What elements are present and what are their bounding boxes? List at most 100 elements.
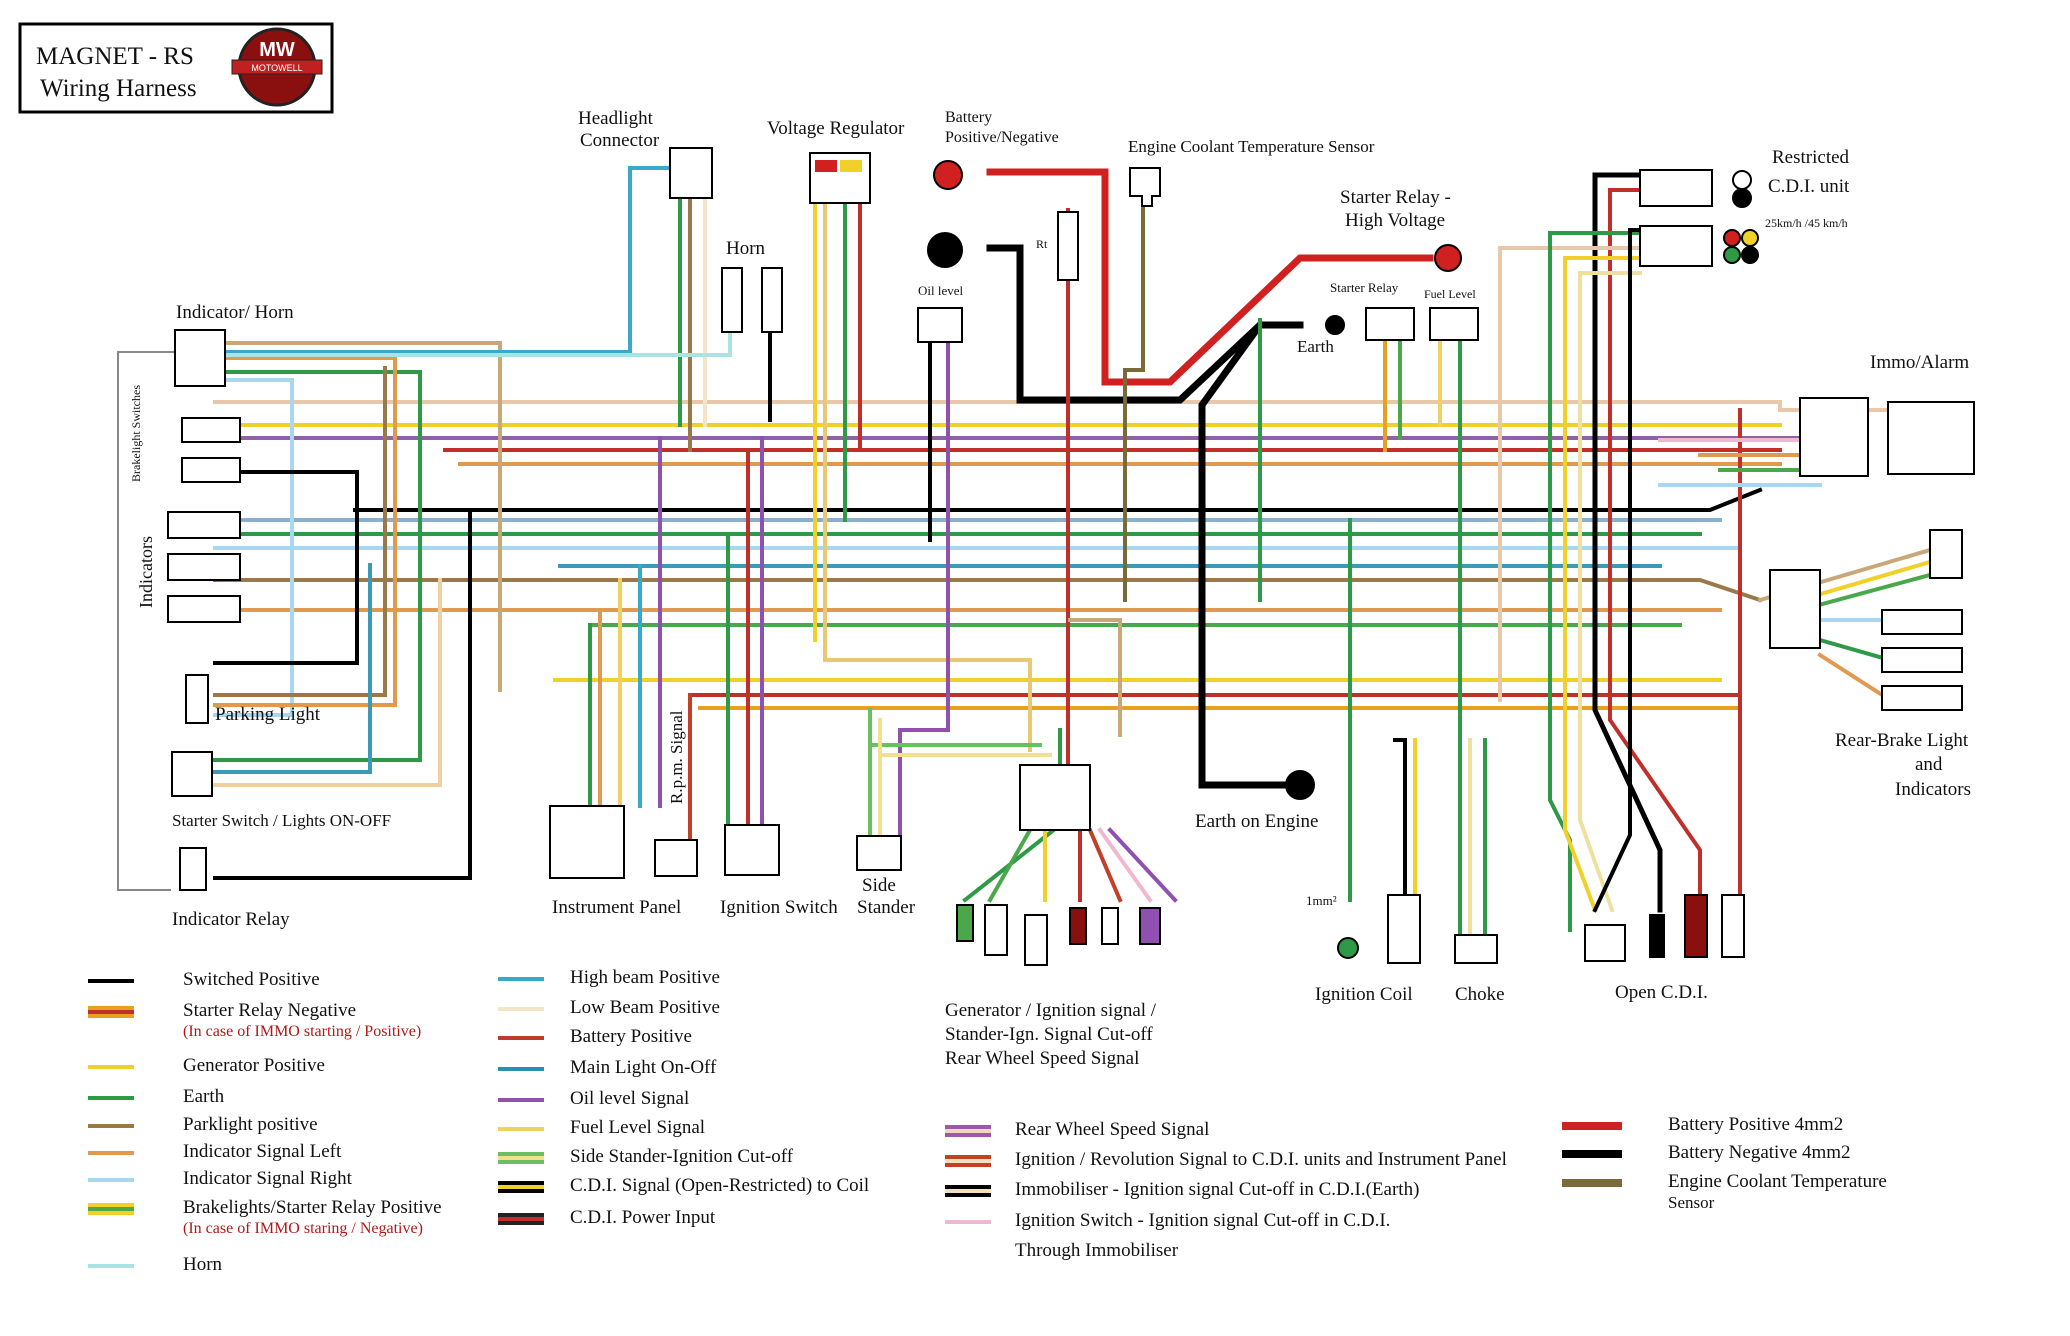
label-ignition-coil: Ignition Coil <box>1315 984 1413 1005</box>
legend-note: Through Immobiliser <box>1015 1240 1179 1261</box>
label-speed-limit: 25km/h /45 km/h <box>1765 216 1848 230</box>
legend-swatch <box>1562 1122 1622 1130</box>
legend-swatch <box>498 1127 544 1131</box>
generator-plugs <box>956 904 1161 966</box>
wire-cdi <box>1548 231 1652 932</box>
battery-negative-terminal <box>927 232 963 268</box>
headlight-connector <box>669 147 713 199</box>
rear-brake-unit <box>1769 569 1821 649</box>
brakelight-switch-2 <box>181 457 241 483</box>
wire-loop <box>213 470 359 665</box>
indicator-2 <box>167 553 241 581</box>
wire-horn <box>213 328 732 357</box>
legend-label: Battery Positive <box>570 1026 692 1047</box>
starter-switch-connector <box>171 751 213 797</box>
legend-label: Main Light On-Off <box>570 1057 717 1078</box>
label-starter-relay: Starter Relay <box>1330 280 1399 295</box>
legend-swatch <box>88 1124 134 1128</box>
title-line2: Wiring Harness <box>40 75 197 102</box>
label-voltage-regulator: Voltage Regulator <box>767 118 905 139</box>
label-battery: Battery <box>945 109 992 126</box>
rear-connector <box>1929 529 1963 579</box>
label-immo: Immo/Alarm <box>1870 352 1969 373</box>
legend-note: (In case of IMMO staring / Negative) <box>183 1220 423 1237</box>
legend-swatch <box>498 1067 544 1071</box>
label-indicator-horn: Indicator/ Horn <box>176 302 294 323</box>
label-rear-brake-2: and <box>1915 754 1943 775</box>
legend-swatch <box>88 1264 134 1268</box>
motowell-logo: MOTOWELL MW <box>231 27 323 107</box>
rear-indicator-3 <box>1881 685 1963 711</box>
resistor <box>1057 211 1079 281</box>
legend-swatch <box>498 1152 544 1164</box>
indicator-3 <box>167 595 241 623</box>
legend-swatch <box>498 1098 544 1102</box>
starter-relay-hv-terminal <box>1434 244 1462 272</box>
label-rt: Rt <box>1036 237 1048 251</box>
legend-label-2: Sensor <box>1668 1193 1715 1212</box>
legend-label: Parklight positive <box>183 1114 318 1135</box>
label-starter-relay-hv: Starter Relay - <box>1340 187 1451 208</box>
indicator-relay-connector <box>179 847 207 891</box>
components <box>167 147 1975 966</box>
legend-swatch <box>88 1178 134 1182</box>
wires <box>117 166 1933 962</box>
label-horn: Horn <box>726 238 766 259</box>
parking-light-connector <box>185 674 209 724</box>
label-brakelight-switches: Brakelight Switches <box>129 385 143 482</box>
legend-label: Switched Positive <box>183 969 320 990</box>
legend-swatch <box>88 1096 134 1100</box>
ignition-switch-connector <box>724 824 780 876</box>
legend-label: C.D.I. Power Input <box>570 1207 716 1228</box>
indicator-1 <box>167 511 241 539</box>
label-rear-brake-3: Indicators <box>1895 779 1971 800</box>
wire-cdi <box>1578 271 1642 913</box>
label-choke: Choke <box>1455 984 1505 1005</box>
label-starter-switch: Starter Switch / Lights ON-OFF <box>172 811 391 830</box>
wire-battery-neg <box>1198 321 1304 789</box>
legend-swatch <box>1562 1179 1622 1187</box>
legend-label: Generator Positive <box>183 1055 325 1076</box>
legend-swatch <box>88 1065 134 1069</box>
label-indicator-relay: Indicator Relay <box>172 909 290 930</box>
legend-label: Side Stander-Ignition Cut-off <box>570 1146 794 1167</box>
legend-label: Ignition Switch - Ignition signal Cut-of… <box>1015 1210 1390 1231</box>
logo-letters: MW <box>259 39 295 61</box>
earth-engine-terminal <box>1285 770 1315 800</box>
legend-swatch <box>498 1181 544 1193</box>
wire-coil <box>1393 738 1407 897</box>
label-earth-engine: Earth on Engine <box>1195 811 1318 832</box>
wire-generator <box>1087 827 1123 903</box>
label-oil-level: Oil level <box>918 283 964 298</box>
legend-swatch <box>88 1151 134 1155</box>
legend-label: Low Beam Positive <box>570 997 720 1018</box>
label-stander: Stander <box>857 897 916 918</box>
indicator-horn-connector <box>174 329 226 387</box>
wire-loop <box>117 351 176 891</box>
legend-swatch <box>1562 1150 1622 1158</box>
wire-vreg <box>823 198 1032 752</box>
battery-positive-terminal <box>933 160 963 190</box>
label-side: Side <box>862 875 896 896</box>
side-stander-connector <box>856 835 902 871</box>
wire-oil <box>898 338 950 852</box>
label-generator-2: Stander-Ign. Signal Cut-off <box>945 1024 1153 1045</box>
wire-loop <box>213 366 387 697</box>
legend-swatch <box>945 1185 991 1197</box>
wire-cdi <box>1563 256 1652 913</box>
rear-indicator-2 <box>1881 647 1963 673</box>
wire-generator <box>1068 618 1122 737</box>
legend-label: Starter Relay Negative <box>183 1000 356 1021</box>
label-rear-brake: Rear-Brake Light <box>1835 730 1969 751</box>
legend-label: Battery Positive 4mm2 <box>1668 1114 1843 1135</box>
wire-loop <box>213 563 372 774</box>
label-headlight-2: Connector <box>580 130 660 151</box>
label-rpm-signal: R.p.m. Signal <box>667 710 686 804</box>
legend-swatch <box>498 1213 544 1225</box>
fuel-level-connector <box>1429 307 1479 341</box>
legend-swatch <box>498 1007 544 1011</box>
legend-swatch <box>945 1125 991 1137</box>
wire-rear <box>1797 559 1933 603</box>
choke-connector <box>1454 934 1498 964</box>
